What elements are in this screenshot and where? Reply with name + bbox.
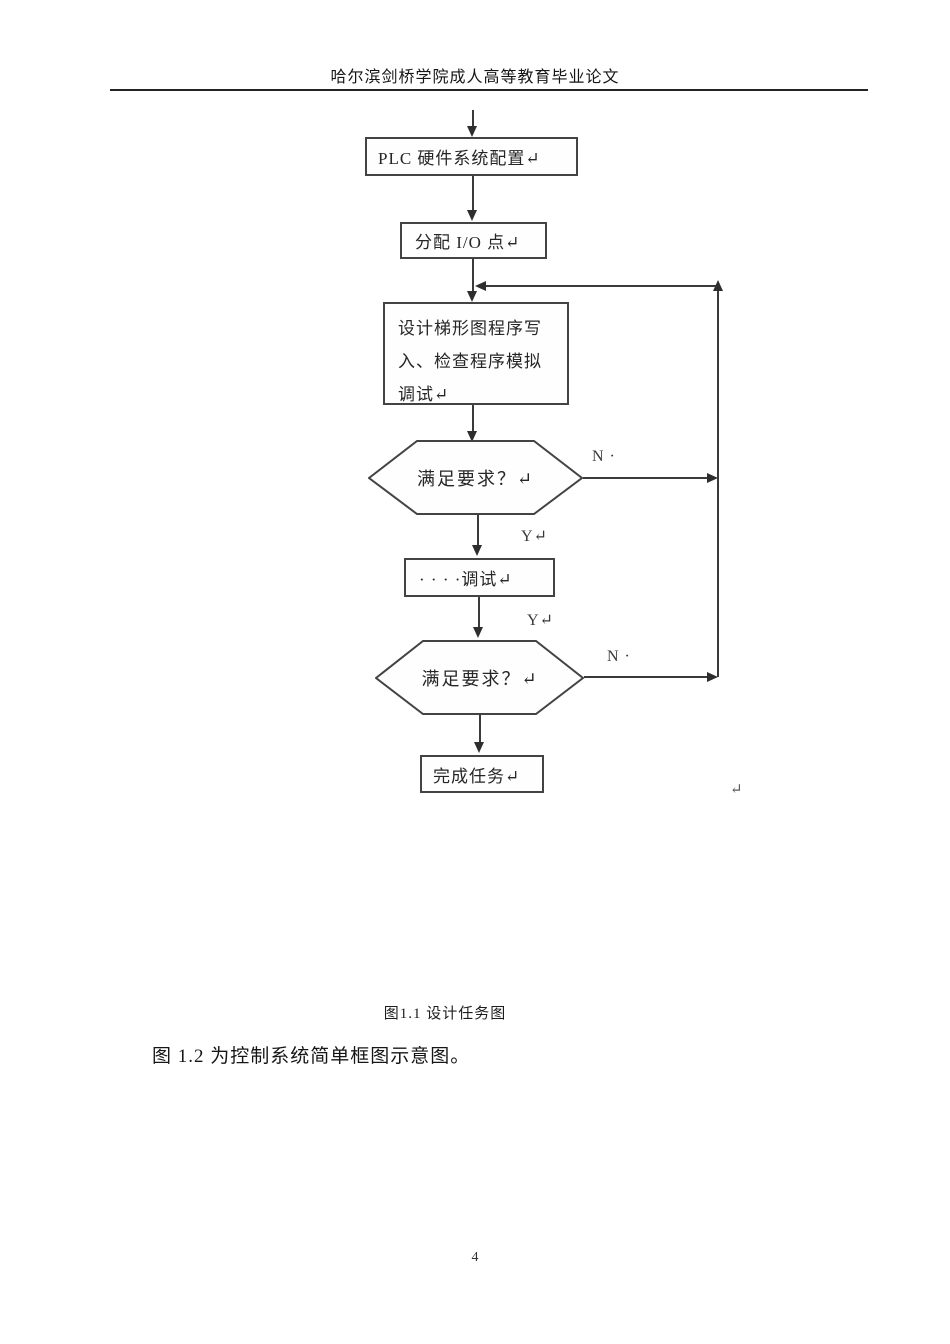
arrowhead-down-icon xyxy=(474,742,484,753)
arrowhead-down-icon xyxy=(467,210,477,221)
arrowhead-down-icon xyxy=(467,291,477,302)
arrowhead-down-icon xyxy=(467,431,477,442)
edge-label-yes-2: Y↵ xyxy=(527,612,554,629)
edge-label-no-2: N · xyxy=(607,648,631,665)
flowchart-decision-check-1: 满足要求？↵ xyxy=(368,440,583,515)
connector-line xyxy=(472,176,474,210)
header-rule xyxy=(110,89,868,91)
no-branch-line-2 xyxy=(584,676,707,678)
page-header-title: 哈尔滨剑桥学院成人高等教育毕业论文 xyxy=(330,69,620,86)
body-paragraph: 图 1.2 为控制系统简单框图示意图。 xyxy=(152,1046,471,1067)
flowchart-node-task-complete: 完成任务↵ xyxy=(420,755,544,793)
connector-line xyxy=(479,714,481,742)
page-number: 4 xyxy=(471,1250,479,1265)
node-label-line1: 设计梯形图程序写 xyxy=(398,319,542,338)
arrowhead-left-icon xyxy=(475,281,486,291)
arrowhead-right-icon xyxy=(707,473,718,483)
arrowhead-up-icon xyxy=(713,280,723,291)
arrowhead-right-icon xyxy=(707,672,718,682)
edge-label-no-1: N · xyxy=(592,448,616,465)
node-label: PLC 硬件系统配置↵ xyxy=(378,149,541,168)
decision-label: 满足要求？↵ xyxy=(416,468,535,489)
node-label: 设计梯形图程序写 入、检查程序模拟 调试↵ xyxy=(398,312,542,411)
flowchart-node-io-allocation: 分配 I/O 点↵ xyxy=(400,222,547,259)
decision-hexagon-shape xyxy=(368,440,583,515)
node-label: · · · ·调试↵ xyxy=(419,570,513,589)
connector-line xyxy=(472,405,474,431)
figure-caption: 图1.1 设计任务图 xyxy=(383,1006,507,1022)
paragraph-return-mark: ↵ xyxy=(730,782,743,798)
connector-line xyxy=(477,515,479,545)
connector-entry-line xyxy=(472,110,474,127)
edge-label-yes-1: Y↵ xyxy=(521,528,548,545)
flowchart-node-plc-config: PLC 硬件系统配置↵ xyxy=(365,137,578,176)
feedback-top-line xyxy=(480,285,719,287)
connector-line xyxy=(478,597,480,627)
node-label-line2: 入、检查程序模拟 xyxy=(398,352,542,371)
node-label-line3: 调试↵ xyxy=(398,385,450,404)
decision-label: 满足要求？↵ xyxy=(421,668,539,689)
arrowhead-down-icon xyxy=(467,126,477,137)
feedback-rail-line xyxy=(717,286,719,677)
flowchart-node-ladder-program: 设计梯形图程序写 入、检查程序模拟 调试↵ xyxy=(383,302,569,405)
flowchart-node-debug: · · · ·调试↵ xyxy=(404,558,555,597)
decision-hexagon-shape xyxy=(375,640,585,715)
node-label: 分配 I/O 点↵ xyxy=(415,233,521,252)
node-label: 完成任务↵ xyxy=(433,766,521,786)
flowchart-decision-check-2: 满足要求？↵ xyxy=(375,640,585,715)
no-branch-line-1 xyxy=(583,477,707,479)
arrowhead-down-icon xyxy=(473,627,483,638)
arrowhead-down-icon xyxy=(472,545,482,556)
connector-line xyxy=(472,259,474,291)
